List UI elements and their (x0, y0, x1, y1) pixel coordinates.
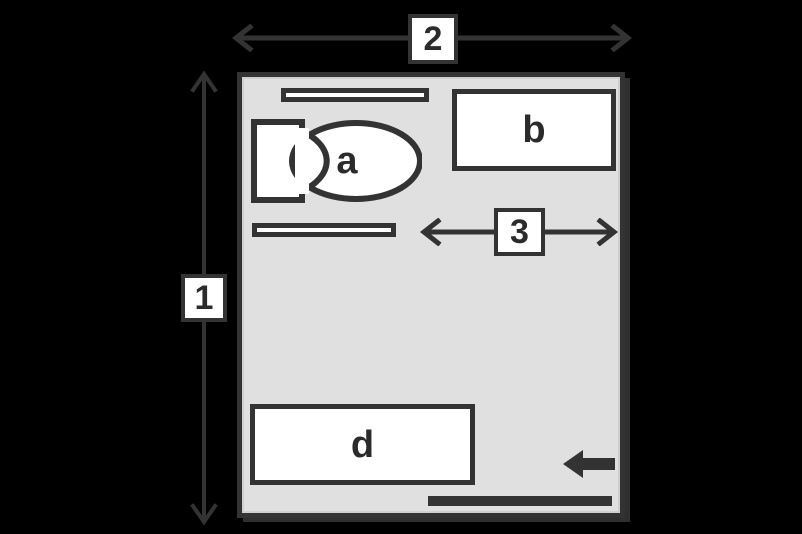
width-dimension-label: 2 (408, 14, 458, 64)
bottom-solid-bar (428, 496, 612, 506)
top-thin-bar (281, 88, 429, 102)
direction-arrow (563, 448, 617, 480)
inner-dimension-label: 3 (494, 208, 545, 256)
shape-d: d (250, 404, 475, 485)
shape-b-label: b (522, 109, 546, 151)
middle-thin-bar (252, 223, 396, 237)
shape-a: a (250, 118, 422, 204)
shape-d-label: d (350, 423, 375, 466)
height-dimension-label: 1 (181, 274, 227, 322)
shape-b: b (452, 89, 616, 171)
shape-a-label: a (336, 140, 358, 182)
